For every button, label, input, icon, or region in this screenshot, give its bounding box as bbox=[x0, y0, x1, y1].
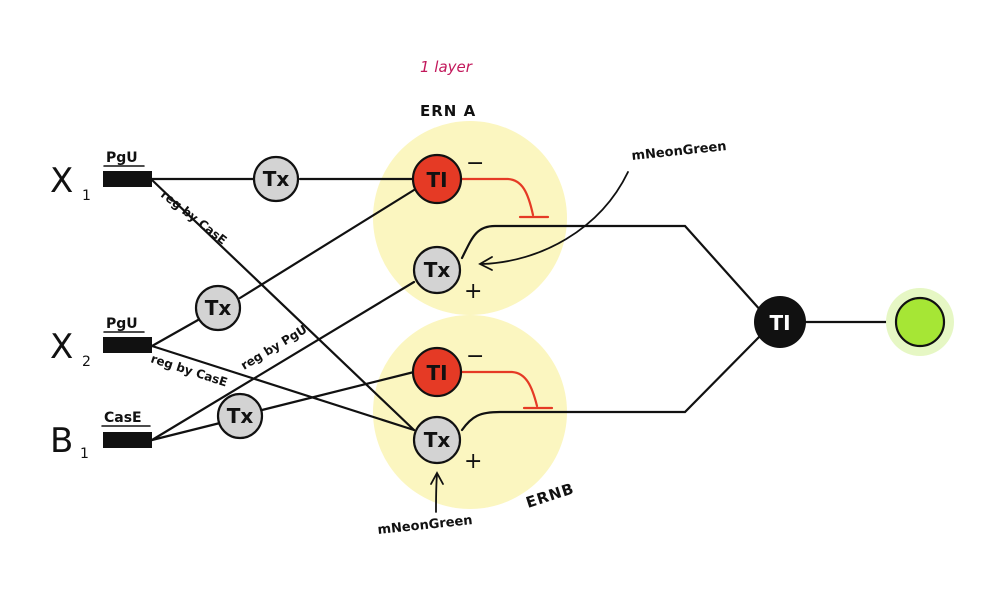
wire-b1-to-tx-a bbox=[150, 280, 416, 442]
ern-a-tx-node: Tx bbox=[412, 245, 462, 295]
input-x2-subscript: 2 bbox=[82, 354, 91, 370]
input-b1: B 1 CasE bbox=[50, 410, 152, 462]
wire-ern-a-to-ti-out bbox=[460, 224, 764, 314]
pointer-ern-b bbox=[435, 473, 438, 513]
wire-tx2-to-ti-a bbox=[238, 188, 416, 300]
svg-text:Tx: Tx bbox=[424, 258, 451, 282]
edge-label-b1-reg: reg by PgU bbox=[238, 322, 309, 372]
wire-b1-to-tx3 bbox=[150, 421, 222, 442]
svg-text:TI: TI bbox=[426, 361, 447, 385]
wires bbox=[150, 177, 894, 442]
green-reporter-circle-icon bbox=[894, 296, 946, 348]
repression-arrow-b bbox=[460, 370, 539, 408]
svg-text:Tx: Tx bbox=[424, 428, 451, 452]
ern-b-plus-sign: + bbox=[464, 449, 482, 474]
input-x2: X 2 PgU bbox=[50, 316, 152, 370]
ern-a-minus-sign: − bbox=[466, 151, 484, 176]
ern-b-tx-node: Tx bbox=[412, 415, 462, 465]
ern-a-plus-sign: + bbox=[464, 279, 482, 304]
wire-x1-to-tx-b bbox=[150, 178, 416, 432]
edge-label-x1-reg: reg by CasE bbox=[158, 187, 229, 247]
pointer-ern-b-head bbox=[430, 471, 444, 485]
input-x1-subscript: 1 bbox=[82, 188, 91, 204]
input-x1: X 1 PgU bbox=[50, 150, 152, 204]
layer-title: 1 layer bbox=[420, 58, 473, 76]
svg-text:TI: TI bbox=[769, 311, 790, 335]
tx-node-x2: Tx bbox=[194, 284, 242, 332]
pointer-ern-a-head bbox=[478, 256, 493, 271]
wire-ern-b-to-ti-out bbox=[460, 332, 764, 432]
input-b1-subscript: 1 bbox=[80, 446, 89, 462]
svg-text:Tx: Tx bbox=[263, 167, 290, 191]
promoter-bar-x2-icon bbox=[103, 337, 152, 353]
annotation-reporter-a: mNeonGreen bbox=[631, 139, 727, 164]
ern-a-ti-node: TI bbox=[411, 153, 463, 205]
promoter-bar-b1-icon bbox=[103, 432, 152, 448]
input-x2-promoter: PgU bbox=[106, 316, 138, 332]
promoter-bar-x1-icon bbox=[103, 171, 152, 187]
ern-b-minus-sign: − bbox=[466, 344, 484, 369]
wire-x2-to-tx2 bbox=[150, 318, 200, 348]
input-b1-promoter: CasE bbox=[104, 410, 142, 426]
input-x2-name: X bbox=[50, 327, 73, 367]
ern-b-ti-node: TI bbox=[411, 346, 463, 398]
wire-tx3-to-ti-b bbox=[260, 370, 416, 412]
input-b1-name: B bbox=[50, 421, 73, 461]
svg-text:TI: TI bbox=[426, 168, 447, 192]
repression-arrow-a bbox=[460, 177, 535, 217]
tx-node-b1: Tx bbox=[216, 392, 264, 440]
annotation-reporter-b: mNeonGreen bbox=[377, 513, 473, 538]
wire-x2-to-tx-b bbox=[150, 344, 416, 432]
input-x1-name: X bbox=[50, 161, 73, 201]
pointer-ern-a bbox=[481, 171, 629, 265]
ern-a-label: ERN A bbox=[420, 102, 476, 120]
svg-text:Tx: Tx bbox=[227, 404, 254, 428]
tx-node-x1: Tx bbox=[252, 155, 300, 203]
output-ti-node: TI bbox=[754, 296, 806, 348]
input-x1-promoter: PgU bbox=[106, 150, 138, 166]
svg-text:Tx: Tx bbox=[205, 296, 232, 320]
